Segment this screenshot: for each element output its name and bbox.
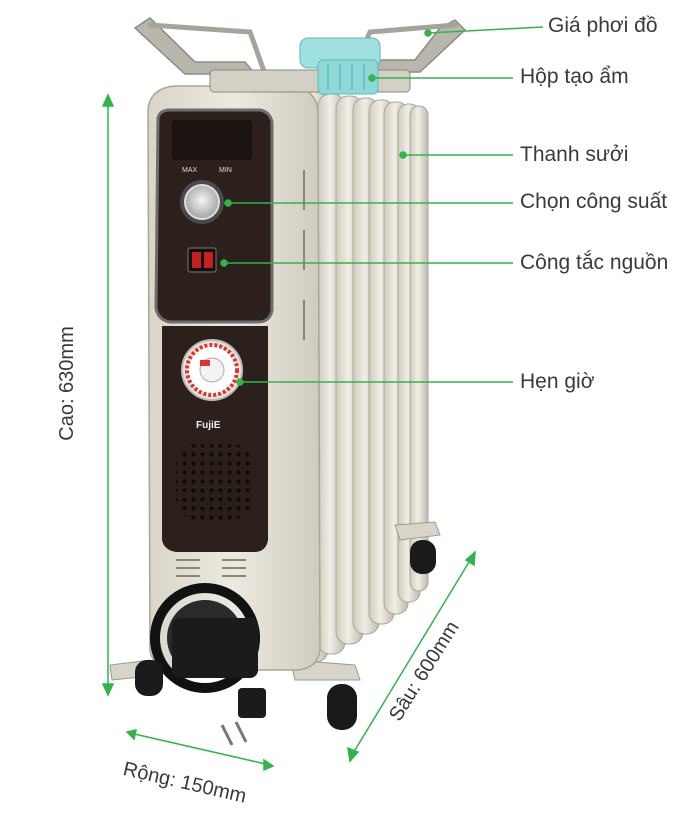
dimension-depth-arrow bbox=[347, 550, 476, 763]
callout-leaders bbox=[220, 26, 544, 386]
heater-fins bbox=[299, 91, 429, 663]
humidifier-box bbox=[299, 37, 381, 95]
dimension-width-arrow bbox=[125, 729, 275, 772]
dimension-height-arrow bbox=[101, 93, 115, 697]
callout-timer: Hẹn giờ bbox=[520, 370, 595, 393]
knob-max-label: MAX bbox=[182, 167, 198, 174]
knob-min-label: MIN bbox=[219, 167, 232, 174]
timer-dial bbox=[181, 339, 243, 401]
power-switch bbox=[187, 247, 217, 273]
dimension-height-label: Cao: 630mm bbox=[55, 326, 78, 441]
brand-logo: FujiE bbox=[196, 420, 221, 431]
callout-power-selector: Chọn công suất bbox=[520, 190, 668, 213]
callout-power-switch: Công tắc nguồn bbox=[520, 251, 669, 274]
callout-heater-bars: Thanh sưởi bbox=[520, 143, 629, 166]
lower-panel bbox=[162, 326, 268, 552]
callout-humidifier-box: Hộp tạo ẩm bbox=[520, 65, 629, 88]
control-panel bbox=[154, 108, 274, 324]
cord-reel bbox=[150, 583, 266, 746]
callout-drying-rack: Giá phơi đồ bbox=[548, 14, 658, 37]
front-feet bbox=[109, 659, 163, 696]
speaker-grill bbox=[176, 444, 252, 520]
